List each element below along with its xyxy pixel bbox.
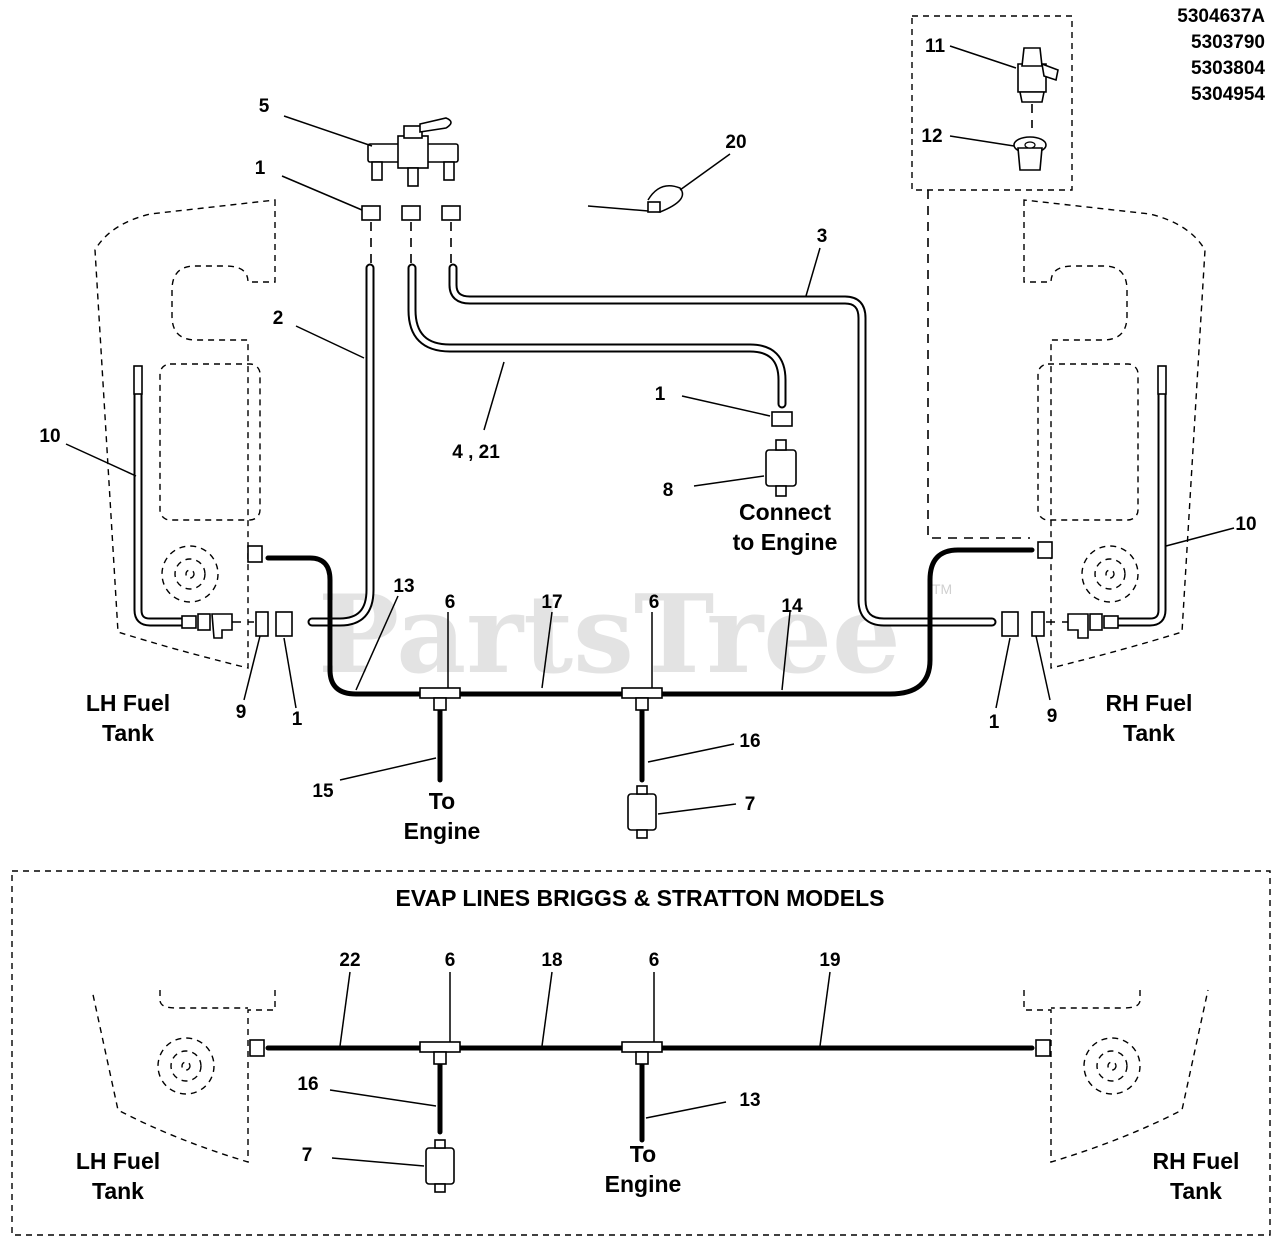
labels-lower: LH Fuel Tank RH Fuel Tank To Engine bbox=[76, 1141, 1240, 1204]
tee-fittings-lower bbox=[419, 1041, 663, 1065]
callouts-upper: 5 1 20 3 2 4 , 21 1 8 10 10 13 6 17 6 14… bbox=[39, 36, 1256, 815]
part-number: 5304954 bbox=[1191, 84, 1265, 105]
connect-engine-line-2: to Engine bbox=[733, 529, 838, 555]
callout-3: 3 bbox=[817, 226, 828, 247]
evap-briggs-section-box bbox=[11, 870, 1271, 1236]
callout-7-lower: 7 bbox=[302, 1145, 313, 1166]
callout-12: 12 bbox=[921, 126, 942, 147]
callout-14: 14 bbox=[781, 596, 803, 617]
rh-fuel-tank-outline bbox=[1023, 199, 1206, 669]
callout-6-a-lower: 6 bbox=[445, 950, 456, 971]
vapor-filter-7 bbox=[627, 785, 657, 839]
lh-tank-label-lower-2: Tank bbox=[92, 1178, 144, 1204]
to-engine-lower-1: To bbox=[630, 1141, 656, 1167]
to-engine-lower-2: Engine bbox=[605, 1171, 682, 1197]
callout-6-a: 6 bbox=[445, 592, 456, 613]
callout-leaders-lower bbox=[329, 971, 831, 1167]
callout-16: 16 bbox=[739, 731, 760, 752]
callout-1-filter: 1 bbox=[655, 384, 666, 405]
callout-18: 18 bbox=[541, 950, 562, 971]
part-number: 5303804 bbox=[1191, 58, 1265, 79]
watermark: PartsTree TM bbox=[318, 572, 952, 698]
part-number-list: 5304637A 5303790 5303804 5304954 bbox=[1177, 6, 1265, 105]
callout-2: 2 bbox=[273, 308, 284, 329]
lh-tank-label-lower-1: LH Fuel bbox=[76, 1148, 160, 1174]
tee-fittings-upper bbox=[419, 687, 663, 711]
lh-fuel-tank-outline bbox=[94, 199, 276, 669]
callout-11: 11 bbox=[925, 36, 946, 57]
rh-tank-label-line-2: Tank bbox=[1123, 720, 1175, 746]
evap-lines-upper bbox=[265, 547, 1035, 783]
rh-fuel-tank-outline-lower bbox=[1023, 989, 1209, 1163]
callout-6-b-lower: 6 bbox=[649, 950, 660, 971]
rh-tank-label-lower-2: Tank bbox=[1170, 1178, 1222, 1204]
callout-19: 19 bbox=[819, 950, 840, 971]
callout-16-lower: 16 bbox=[297, 1074, 318, 1095]
labels-upper: Connect to Engine LH Fuel Tank RH Fuel T… bbox=[86, 499, 1193, 844]
callout-leaders-upper bbox=[65, 45, 1235, 815]
rh-tank-label-line-1: RH Fuel bbox=[1106, 690, 1193, 716]
evap-lines-lower bbox=[265, 1045, 1035, 1143]
callout-5: 5 bbox=[259, 96, 270, 117]
lh-tank-label-line-2: Tank bbox=[102, 720, 154, 746]
callout-9-right: 9 bbox=[1047, 706, 1058, 727]
callout-6-b: 6 bbox=[649, 592, 660, 613]
connect-engine-line-1: Connect bbox=[739, 499, 831, 525]
watermark-tm: TM bbox=[932, 581, 952, 597]
part-number: 5303790 bbox=[1191, 32, 1265, 53]
watermark-text: PartsTree bbox=[318, 572, 901, 698]
to-engine-line-1: To bbox=[429, 788, 455, 814]
callout-22: 22 bbox=[339, 950, 360, 971]
callout-1-right: 1 bbox=[989, 712, 1000, 733]
callout-4-21: 4 , 21 bbox=[452, 442, 500, 463]
callout-15: 15 bbox=[312, 781, 334, 802]
cap-detail-box bbox=[911, 15, 1073, 539]
vapor-filter-7-lower bbox=[425, 1139, 455, 1193]
hose-clips bbox=[275, 205, 1019, 637]
fuel-shutoff-valve bbox=[367, 117, 459, 187]
callout-17: 17 bbox=[541, 592, 562, 613]
callout-10-right: 10 bbox=[1235, 514, 1256, 535]
callouts-lower: 22 6 18 6 19 16 13 7 bbox=[297, 950, 840, 1166]
callout-13-lower: 13 bbox=[739, 1090, 760, 1111]
cable-tie-20 bbox=[587, 185, 684, 213]
fuel-hoses bbox=[133, 263, 1167, 627]
callout-1-valve: 1 bbox=[255, 158, 266, 179]
lh-tank-label-line-1: LH Fuel bbox=[86, 690, 170, 716]
evap-section-title: EVAP LINES BRIGGS & STRATTON MODELS bbox=[395, 885, 884, 911]
lh-fuel-tank-outline-lower bbox=[91, 989, 276, 1163]
callout-9-left: 9 bbox=[236, 702, 247, 723]
part-number: 5304637A bbox=[1177, 6, 1265, 27]
callout-10-left: 10 bbox=[39, 426, 60, 447]
side-fittings bbox=[133, 365, 1167, 639]
fuel-filter-8 bbox=[765, 439, 797, 497]
callout-7: 7 bbox=[745, 794, 756, 815]
rh-tank-label-lower-1: RH Fuel bbox=[1153, 1148, 1240, 1174]
callout-20: 20 bbox=[725, 132, 746, 153]
callout-13: 13 bbox=[393, 576, 414, 597]
to-engine-line-2: Engine bbox=[404, 818, 481, 844]
callout-1-left: 1 bbox=[292, 709, 303, 730]
callout-8: 8 bbox=[663, 480, 674, 501]
